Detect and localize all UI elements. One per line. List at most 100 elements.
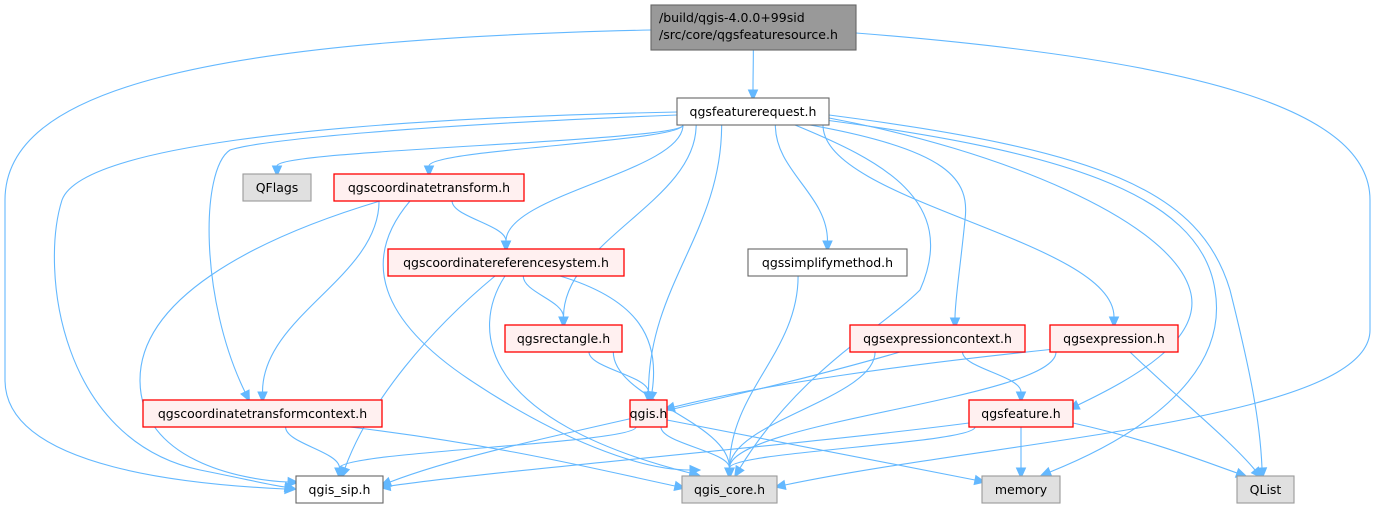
edge-qgsfeaturerequest-to-qgssimplifymethod [774,124,829,242]
edge-qgscoordinatetransform-to-qgis_sip [139,200,381,483]
node-box [242,173,312,202]
arrowhead-icon [1250,466,1263,479]
node-label: qgsrectangle.h [517,331,610,346]
node-label: qgscoordinatereferencesystem.h [403,255,609,270]
node-box [333,173,525,202]
node-box [142,399,383,428]
node-box [650,4,857,51]
node-box [1049,324,1179,353]
node-label: QFlags [256,180,299,195]
node-label: qgscoordinatetransform.h [348,180,510,195]
node-qgis[interactable]: qgis.h [629,399,668,428]
node-label: qgsfeaturerequest.h [690,104,817,119]
arrowhead-icon [724,467,735,480]
arrowhead-icon [287,476,300,488]
node-box [504,324,623,353]
arrowhead-icon [271,165,283,178]
edge-qgis-to-qgis_core [660,426,731,469]
arrowhead-icon [774,479,787,491]
node-label: qgsexpression.h [1063,331,1165,346]
node-qgscoordinatetransformcontext[interactable]: qgscoordinatetransformcontext.h [142,399,383,428]
node-label: /build/qgis-4.0.0+99sid [659,10,805,25]
edge-qgsfeaturerequest-to-qgsrectangle [562,124,697,318]
edge-qgsfeature-to-qgis_core [728,426,976,469]
node-box [968,399,1074,428]
arrowhead-icon [1015,467,1027,480]
node-label: qgis.h [630,406,668,421]
arrowhead-icon [378,480,392,492]
node-qgscoordinatereferencesystem[interactable]: qgscoordinatereferencesystem.h [387,248,625,277]
edge-qgsfeaturerequest-to-qgscoordinatetransform [428,124,684,167]
node-qgsfeaturerequest[interactable]: qgsfeaturerequest.h [676,97,830,126]
node-box [387,248,625,277]
node-box [295,475,384,504]
edge-qgsfeaturerequest-to-qgis [647,124,723,393]
node-label: qgsexpressioncontext.h [863,331,1012,346]
edge-qgsexpression-to-qgis_core [728,351,1057,469]
node-qgssimplifymethod[interactable]: qgssimplifymethod.h [747,248,908,277]
node-box [681,475,778,504]
node-qflags[interactable]: QFlags [242,173,312,202]
arrowhead-icon [257,391,268,404]
edge-qgscoordinatereferencesystem-to-qgis [559,275,655,393]
node-label: qgsfeature.h [981,406,1060,421]
arrowhead-icon [334,467,345,480]
arrowhead-icon [500,240,512,253]
edge-root-to-qgis_sip [4,29,652,490]
edge-qgsexpression-to-qlist [1129,351,1256,471]
edge-qgscoordinatetransform-to-qgscoordinatetransformcontext [261,200,380,393]
node-box [849,324,1026,353]
node-label: qgscoordinatetransformcontext.h [158,406,367,421]
edge-qgis-to-memory [666,419,976,481]
edge-qgsfeaturerequest-to-qgis_core [739,124,932,469]
node-box [981,475,1061,504]
edge-qgsfeature-to-qgis_sip [389,422,970,487]
edge-qgsfeaturerequest-to-qflags [276,124,684,167]
node-qgis_sip[interactable]: qgis_sip.h [295,475,384,504]
node-box [747,248,908,277]
edge-qgsfeaturerequest-to-qgsexpression [822,124,1115,318]
node-label: QList [1250,482,1282,497]
node-label: qgssimplifymethod.h [762,255,893,270]
edge-qgscoordinatereferencesystem-to-qgis_sip [344,275,496,469]
edge-qgsfeaturerequest-to-qgscoordinatereferencesystem [505,124,684,242]
edge-qgsexpressioncontext-to-qgis_core [728,351,876,469]
arrowhead-icon [240,389,250,403]
node-qlist[interactable]: QList [1236,475,1295,504]
node-qgsexpressioncontext[interactable]: qgsexpressioncontext.h [849,324,1026,353]
arrowhead-icon [1015,391,1027,404]
node-qgsrectangle[interactable]: qgsrectangle.h [504,324,623,353]
arrowhead-icon [423,165,435,178]
edge-qgsexpressioncontext-to-qgsfeature [962,351,1022,393]
node-qgsexpression[interactable]: qgsexpression.h [1049,324,1179,353]
node-qgscoordinatetransform[interactable]: qgscoordinatetransform.h [333,173,525,202]
edge-qgsfeaturerequest-to-qgscoordinatetransformcontext [208,114,678,393]
node-label: qgis_sip.h [309,482,371,497]
edge-qgscoordinatereferencesystem-to-qgis_core [489,275,691,474]
node-box [629,399,668,428]
arrowhead-icon [822,240,833,253]
arrowhead-icon [558,316,569,329]
edge-qgsrectangle-to-qgis [588,351,650,393]
edge-qgsexpressioncontext-to-qgis_sip [389,351,901,483]
arrowhead-icon [734,464,745,478]
edge-qgis-to-qgis_sip [338,426,637,469]
edge-root-to-qgis_core [784,32,1371,486]
node-qgis_core[interactable]: qgis_core.h [681,475,778,504]
node-qgsfeature[interactable]: qgsfeature.h [968,399,1074,428]
edge-qgsexpression-to-qgis [673,348,1056,408]
edge-qgsfeature-to-qlist [1072,422,1238,474]
edge-qgscoordinatetransformcontext-to-qgis_core [349,426,676,487]
edge-qgscoordinatereferencesystem-to-qgsrectangle [522,275,565,318]
node-label: memory [995,482,1048,497]
node-box [1236,475,1295,504]
node-memory[interactable]: memory [981,475,1061,504]
edge-qgsfeaturerequest-to-qgsexpressioncontext [809,124,967,319]
edge-qgssimplifymethod-to-qgis_core [728,275,799,469]
node-root[interactable]: /build/qgis-4.0.0+99sid/src/core/qgsfeat… [650,4,857,51]
arrowhead-icon [1108,316,1120,329]
node-box [676,97,830,126]
edge-qgsfeaturerequest-to-qlist [828,114,1263,469]
arrowhead-icon [949,317,961,330]
edge-qgscoordinatetransform-to-qgis_core [382,200,691,471]
